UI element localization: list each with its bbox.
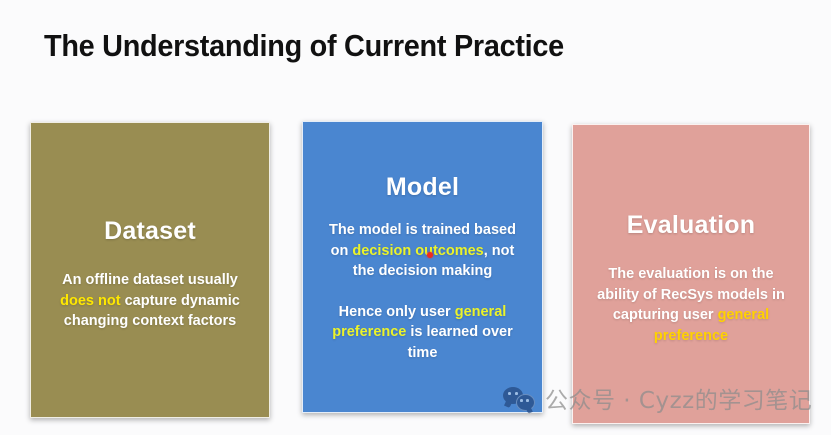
card-model-heading: Model bbox=[385, 173, 460, 201]
highlight-general-preference: general preference bbox=[653, 307, 770, 344]
card-dataset[interactable]: Dataset An offline dataset usually does … bbox=[30, 122, 270, 418]
card-evaluation-heading: Evaluation bbox=[626, 211, 756, 239]
card-evaluation-paragraph: The evaluation is on the ability of RecS… bbox=[589, 264, 793, 346]
highlight-decision-outcomes: decision outcomes bbox=[352, 242, 484, 259]
highlight-general-preference: general preference bbox=[332, 303, 507, 341]
card-dataset-body: An offline dataset usually does not capt… bbox=[31, 270, 269, 332]
card-model-paragraph-1: The model is trained based on decision o… bbox=[319, 220, 526, 282]
card-dataset-heading: Dataset bbox=[104, 217, 196, 245]
page-title: The Understanding of Current Practice bbox=[44, 28, 564, 63]
text-segment: capture dynamic changing context factors bbox=[63, 292, 240, 330]
text-segment: Hence only user bbox=[338, 303, 455, 320]
highlight-does-not: does not bbox=[60, 292, 121, 309]
text-segment: is learned over time bbox=[406, 324, 513, 361]
card-model[interactable]: Model The model is trained based on deci… bbox=[302, 121, 543, 413]
card-dataset-paragraph: An offline dataset usually does not capt… bbox=[47, 270, 253, 332]
card-evaluation-body: The evaluation is on the ability of RecS… bbox=[573, 264, 809, 346]
text-segment: , not the decision making bbox=[352, 242, 515, 280]
text-segment: An offline dataset usually bbox=[62, 272, 238, 288]
card-model-body: The model is trained based on decision o… bbox=[303, 220, 542, 363]
text-segment: The evaluation is on the ability of RecS… bbox=[597, 266, 785, 324]
cursor-dot bbox=[427, 252, 433, 258]
card-model-paragraph-2: Hence only user general preference is le… bbox=[319, 302, 526, 364]
text-segment: The model is trained based on bbox=[329, 222, 516, 259]
card-evaluation[interactable]: Evaluation The evaluation is on the abil… bbox=[572, 124, 810, 424]
